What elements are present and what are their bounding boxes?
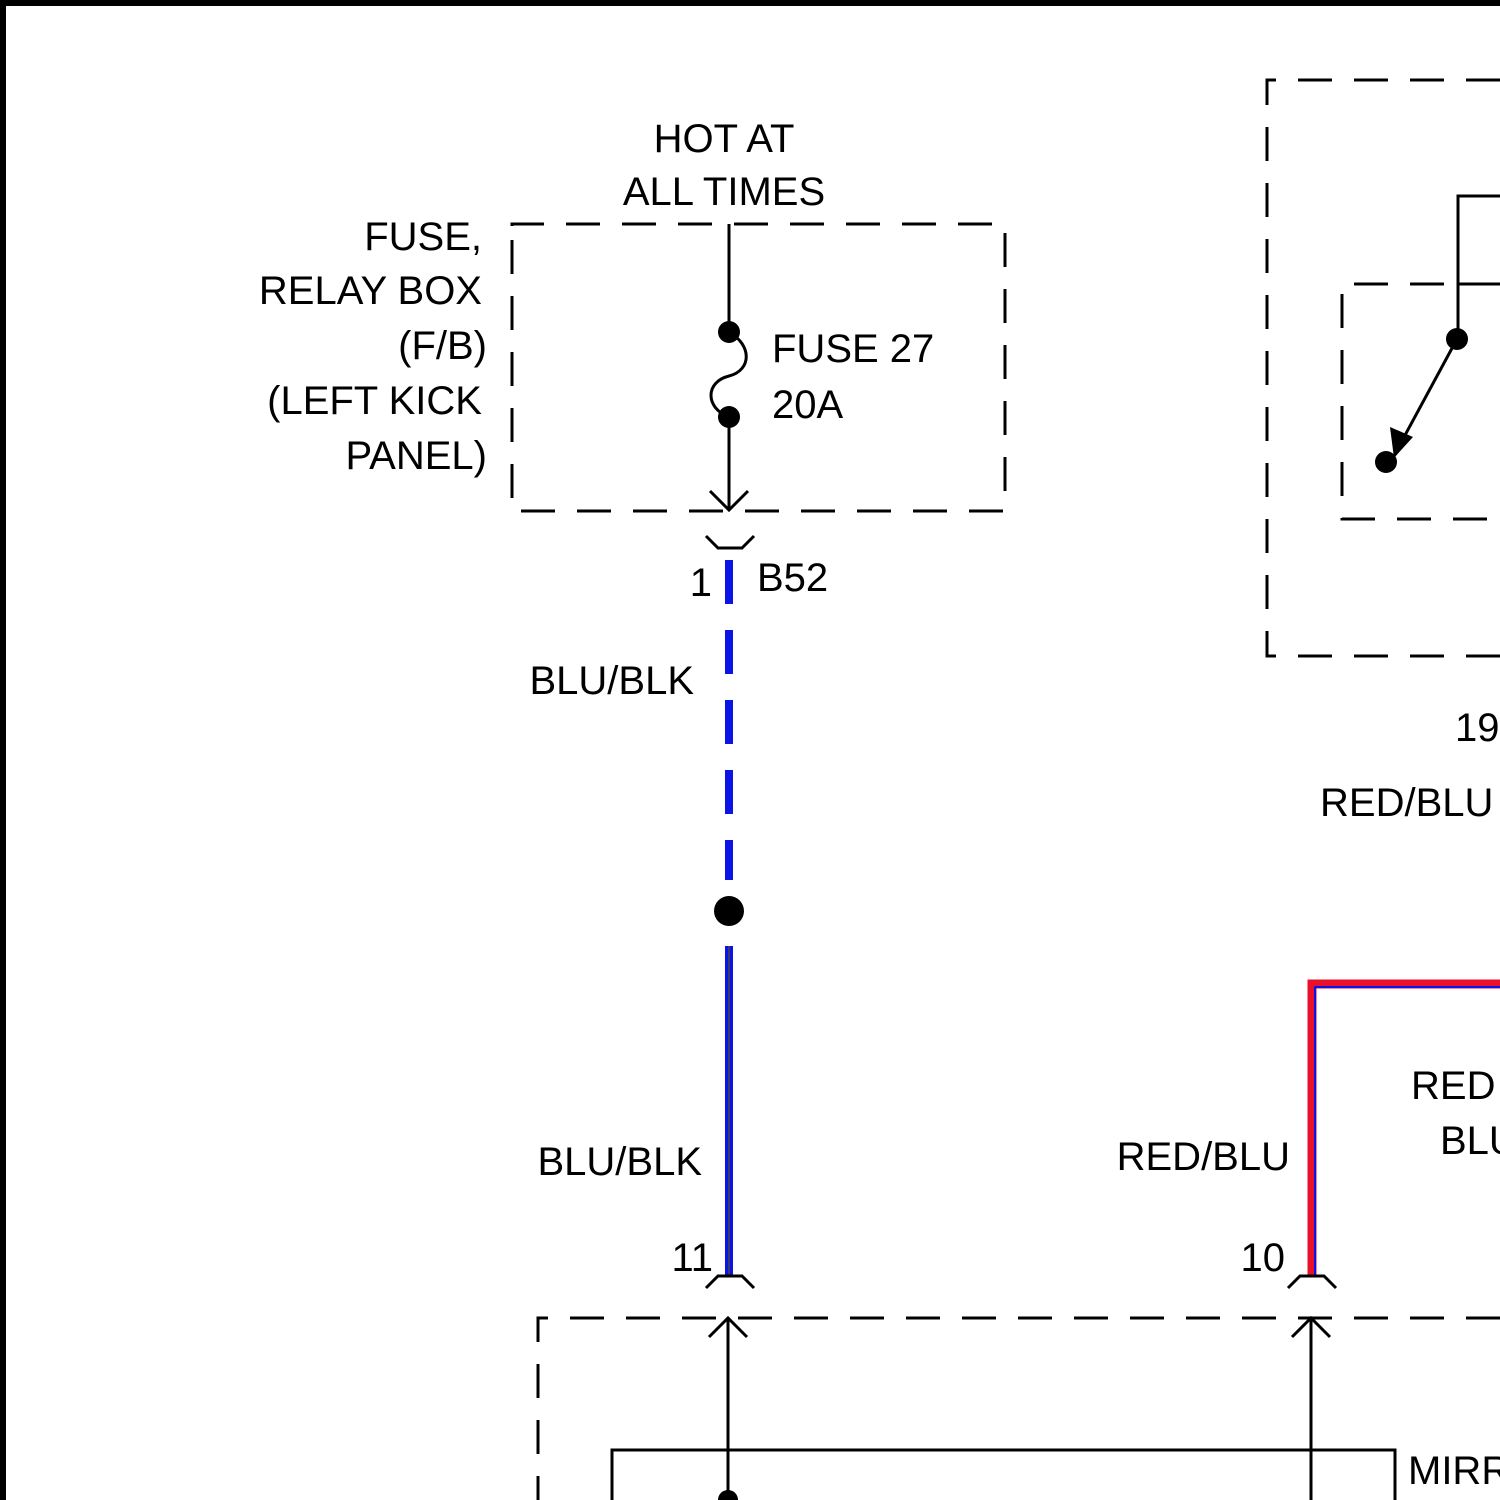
switch-enclosure bbox=[1342, 284, 1500, 519]
connector-b52-pin: 1 bbox=[690, 561, 712, 605]
switch-contact bbox=[1375, 451, 1397, 473]
fuse-box-label: FUSE, RELAY BOX (F/B) (LEFT KICK PANEL) bbox=[259, 215, 487, 478]
connector-b52-id: B52 bbox=[757, 556, 828, 600]
pin-10-connector-icon bbox=[1288, 1276, 1336, 1288]
power-source-label-1: HOT AT bbox=[654, 117, 795, 161]
fuse-box-label-line: PANEL) bbox=[345, 434, 487, 478]
mirror-label-partial: MIRR bbox=[1408, 1449, 1500, 1493]
wire-label-blu-blk-lower: BLU/BLK bbox=[537, 1140, 702, 1184]
switch-feed-wire bbox=[1458, 196, 1500, 284]
pin-11-label: 11 bbox=[671, 1236, 713, 1280]
pin-11-connector-icon bbox=[706, 1276, 754, 1288]
pin-10-label: 10 bbox=[1241, 1236, 1286, 1280]
fuse-symbol bbox=[711, 332, 746, 417]
fuse-box-label-line: RELAY BOX bbox=[259, 269, 482, 313]
wire-label-red-blu-left: RED/BLU bbox=[1117, 1135, 1290, 1179]
wire-label-blu-blk-upper: BLU/BLK bbox=[529, 659, 694, 703]
switch-lever bbox=[1397, 339, 1457, 450]
fuse-box-label-line: (LEFT KICK bbox=[267, 379, 482, 423]
power-source-label-2: ALL TIMES bbox=[623, 170, 825, 214]
fuse-box-label-line: FUSE, bbox=[364, 215, 482, 259]
fuse-box-label-line: (F/B) bbox=[398, 324, 487, 368]
wire-label-blu-partial: BLU bbox=[1440, 1119, 1500, 1163]
pin-19-label: 19 bbox=[1455, 706, 1500, 750]
splice-point bbox=[714, 896, 744, 926]
right-component-enclosure bbox=[1267, 80, 1500, 656]
wire-label-red-partial: RED bbox=[1411, 1064, 1495, 1108]
wire-label-red-blu-right: RED/BLU bbox=[1320, 781, 1493, 825]
connector-b52-icon bbox=[706, 536, 754, 548]
switch-arrow-icon bbox=[1390, 427, 1413, 458]
fuse-name: FUSE 27 bbox=[772, 327, 934, 371]
bottom-component-enclosure bbox=[538, 1318, 1500, 1500]
fuse-rating: 20A bbox=[772, 383, 843, 427]
mirror-junction bbox=[718, 1490, 738, 1500]
